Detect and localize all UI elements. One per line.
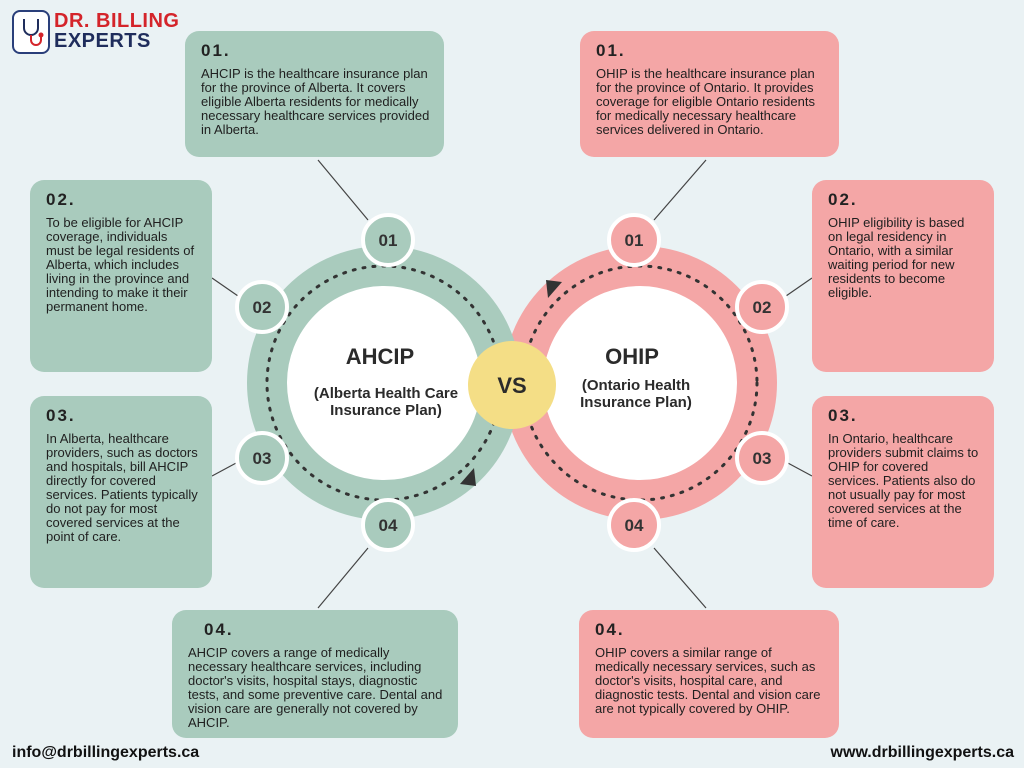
ohip-card-04: 04. OHIP covers a similar range of medic…: [579, 610, 839, 738]
vs-badge: [468, 341, 556, 429]
card-number: 01.: [596, 41, 626, 60]
connector-right-03: [785, 461, 813, 477]
card-text: OHIP is the healthcare insurance plan fo…: [596, 66, 815, 137]
card-number: 01.: [201, 41, 231, 60]
card-text: In Alberta, healthcare providers, such a…: [46, 431, 198, 544]
ohip-subtitle: (Ontario Health Insurance Plan): [580, 377, 692, 411]
ohip-title: OHIP: [605, 344, 659, 369]
ohip-card-02: 02. OHIP eligibility is based on legal r…: [812, 180, 994, 372]
card-text: In Ontario, healthcare providers submit …: [828, 431, 979, 530]
brand-line-1: DR. BILLING: [54, 10, 180, 32]
footer-email[interactable]: info@drbillingexperts.ca: [12, 744, 200, 761]
connector-right-02: [785, 277, 813, 297]
card-text: AHCIP covers a range of medically necess…: [188, 645, 443, 730]
card-number: 02.: [46, 190, 76, 209]
connector-left-04: [317, 547, 369, 609]
ohip-markers: [607, 213, 789, 552]
vs-label: VS: [497, 373, 526, 398]
card-number: 02.: [828, 190, 858, 209]
ahcip-arrow-icon: [460, 468, 476, 486]
ohip-marker-02: 02: [753, 298, 772, 317]
connector-right-01: [653, 159, 707, 221]
ahcip-subtitle: (Alberta Health Care Insurance Plan): [313, 385, 459, 419]
card-number: 03.: [828, 406, 858, 425]
ahcip-card-04: 04. AHCIP covers a range of medically ne…: [172, 610, 458, 738]
card-number: 03.: [46, 406, 76, 425]
brand-line-2: EXPERTS: [54, 30, 151, 52]
connector-left-02: [211, 277, 239, 297]
card-text: To be eligible for AHCIP coverage, indiv…: [46, 215, 195, 314]
ahcip-marker-03: 03: [253, 449, 272, 468]
card-text: OHIP eligibility is based on legal resid…: [828, 215, 965, 300]
ahcip-title: AHCIP: [345, 344, 415, 369]
ohip-arrow-icon: [546, 280, 562, 298]
footer-website[interactable]: www.drbillingexperts.ca: [830, 744, 1014, 761]
ohip-card-03: 03. In Ontario, healthcare providers sub…: [812, 396, 994, 588]
ahcip-card-01: 01. AHCIP is the healthcare insurance pl…: [185, 31, 444, 157]
ahcip-markers: [235, 213, 415, 552]
connector-right-04: [653, 547, 707, 609]
ohip-marker-04: 04: [625, 516, 644, 535]
ahcip-card-02: 02. To be eligible for AHCIP coverage, i…: [30, 180, 212, 372]
stethoscope-icon: [12, 10, 50, 54]
card-number: 04.: [204, 620, 234, 639]
card-number: 04.: [595, 620, 625, 639]
ahcip-marker-02: 02: [253, 298, 272, 317]
card-text: AHCIP is the healthcare insurance plan f…: [201, 66, 430, 137]
connector-left-03: [211, 461, 239, 477]
brand-logo: DR. BILLING EXPERTS: [12, 8, 192, 54]
ohip-marker-03: 03: [753, 449, 772, 468]
card-text: OHIP covers a similar range of medically…: [595, 645, 821, 716]
connector-left-01: [317, 159, 369, 221]
ahcip-marker-04: 04: [379, 516, 398, 535]
ahcip-marker-01: 01: [379, 231, 398, 250]
ohip-card-01: 01. OHIP is the healthcare insurance pla…: [580, 31, 839, 157]
ahcip-card-03: 03. In Alberta, healthcare providers, su…: [30, 396, 212, 588]
ohip-marker-01: 01: [625, 231, 644, 250]
